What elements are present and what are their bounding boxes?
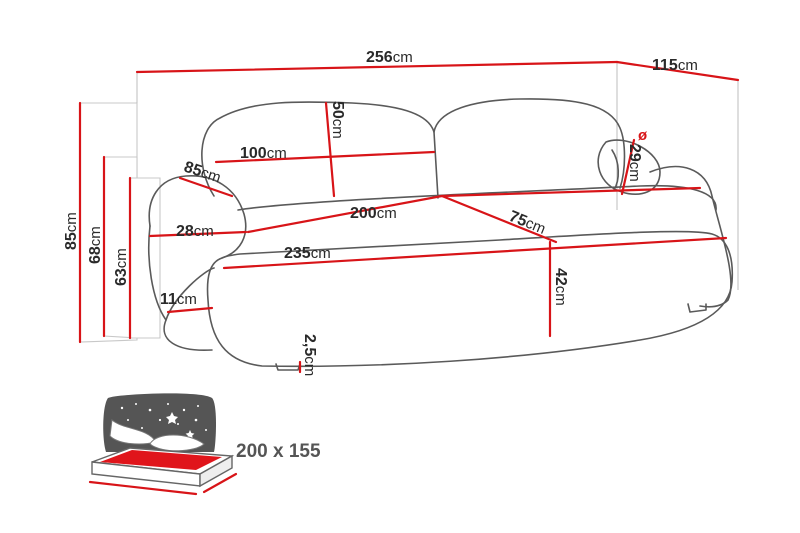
- label-total-depth: 115cm: [652, 57, 698, 74]
- height-guide-plane-63: [129, 177, 161, 339]
- dim-line-arm-depth: [178, 176, 234, 198]
- label-seat-depth: 75cm: [507, 208, 548, 238]
- seat-front-block: [206, 230, 734, 368]
- bed-depth-line: [202, 472, 238, 494]
- bed-night-stars-icon: [88, 393, 238, 496]
- label-back-height: 50cm: [329, 101, 346, 139]
- label-arm-height: 63cm: [113, 248, 130, 286]
- label-back-width: 100cm: [240, 145, 287, 162]
- dim-line-seat-width: [246, 194, 444, 234]
- dimension-lines: [78, 60, 740, 374]
- backrest-left-cushion: [201, 101, 439, 199]
- dimension-labels: 256cm 115cm 50cm 100cm 85cm ø 29cm 200cm…: [63, 49, 698, 376]
- label-total-width: 256cm: [366, 49, 413, 66]
- dim-line-total-depth: [615, 60, 740, 82]
- label-seat-width: 200cm: [350, 205, 397, 222]
- right-foot: [687, 303, 707, 313]
- dim-line-arm-width: [148, 230, 248, 238]
- backrest-right-cushion: [433, 98, 626, 189]
- dim-line-base-height: [166, 306, 214, 314]
- label-back-top-height: 68cm: [87, 226, 104, 264]
- label-seat-height: 42cm: [552, 268, 569, 306]
- dim-line-seat-back-edge: [440, 186, 702, 198]
- dim-line-back-height: [324, 101, 336, 198]
- dim-line-total-width: [135, 60, 619, 74]
- label-front-width: 235cm: [284, 245, 331, 262]
- sleeping-area-size-label: 200 x 155: [236, 441, 321, 462]
- label-arm-depth: 85cm: [182, 159, 223, 187]
- label-pillow-diameter: 29cm: [626, 144, 643, 182]
- label-overall-height: 85cm: [63, 212, 80, 250]
- round-pillow-seam: [611, 149, 620, 191]
- seat-cushion-top: [237, 184, 717, 211]
- bed-width-line: [88, 480, 198, 496]
- left-armrest: [148, 175, 247, 351]
- dim-line-front-width: [222, 236, 728, 270]
- dim-line-back-width: [214, 150, 436, 164]
- dim-line-pillow-diameter: [620, 138, 636, 196]
- dim-line-seat-depth: [440, 194, 558, 244]
- label-base-height: 11cm: [160, 291, 197, 308]
- label-pillow-diameter-symbol: ø: [638, 127, 648, 144]
- label-arm-width: 28cm: [176, 223, 214, 240]
- round-pillow: [597, 139, 661, 196]
- label-leg-height: 2,5cm: [301, 334, 318, 376]
- sofa-drawing: [147, 98, 734, 371]
